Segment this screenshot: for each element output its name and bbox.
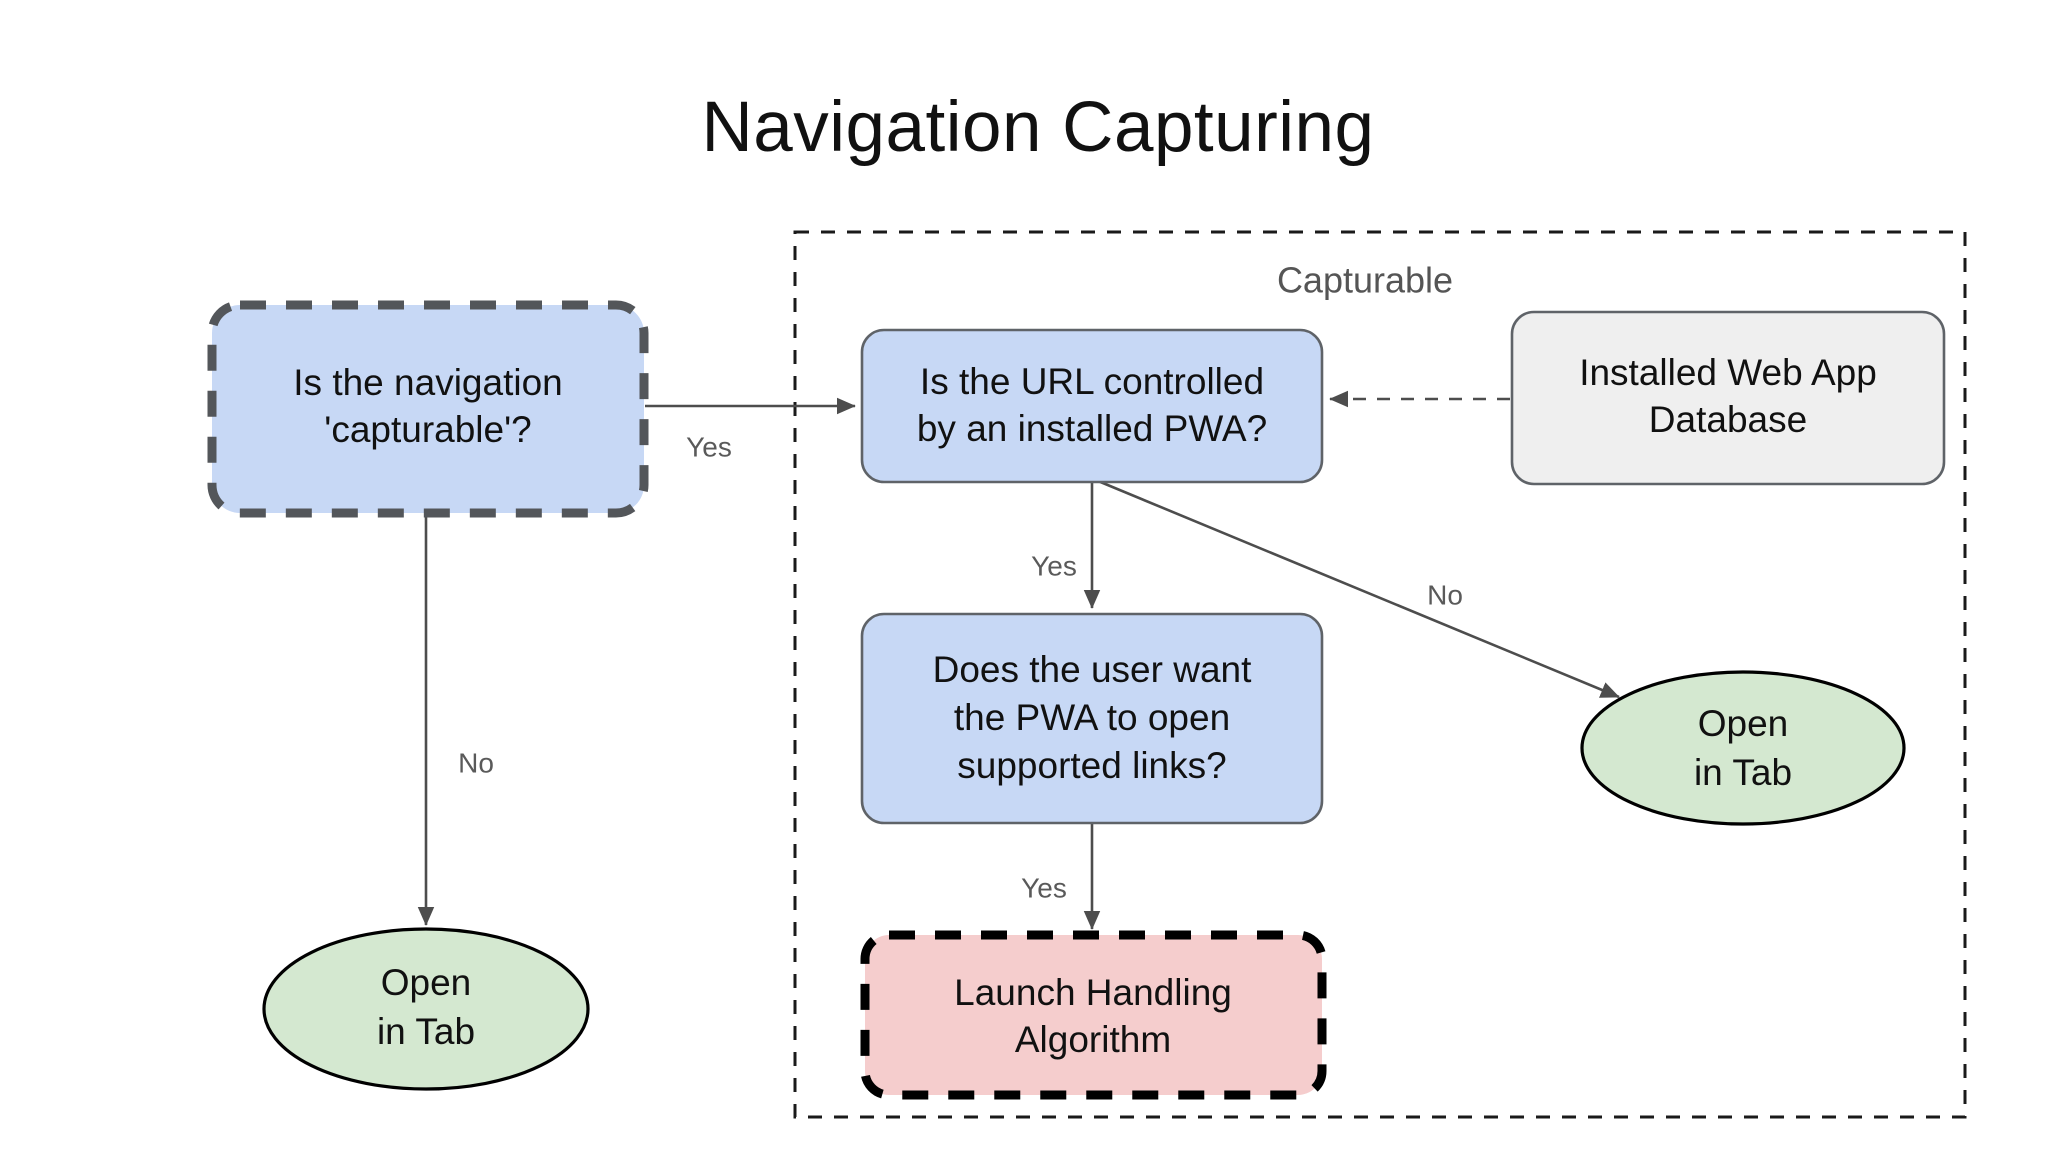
edge-label-no-1: No (458, 747, 494, 778)
node-open-in-tab-left-line-1: Open (381, 962, 472, 1003)
edge-user-want-to-launch-handling: Yes (1021, 823, 1101, 930)
node-is-navigation-capturable[interactable]: Is the navigation 'capturable'? (207, 300, 649, 518)
edge-capturable-to-url: Yes (645, 397, 856, 462)
node-installed-web-app-database[interactable]: Installed Web App Database (1510, 310, 1946, 486)
node-is-url-controlled-shape[interactable] (860, 328, 1324, 484)
node-does-user-want-pwa[interactable]: Does the user want the PWA to open suppo… (860, 612, 1324, 825)
page-title: Navigation Capturing (701, 88, 1374, 167)
capturable-group-frame (793, 230, 1967, 1119)
node-installed-web-app-database-line-2: Database (1649, 399, 1807, 440)
node-does-user-want-pwa-line-3: supported links? (957, 745, 1226, 786)
node-does-user-want-pwa-shape[interactable] (860, 612, 1324, 825)
node-installed-web-app-database-line-1: Installed Web App (1579, 352, 1877, 393)
node-launch-handling-algorithm-shape[interactable] (860, 930, 1327, 1100)
node-does-user-want-pwa-line-2: the PWA to open (954, 697, 1230, 738)
node-is-url-controlled-line-2: by an installed PWA? (917, 408, 1267, 449)
node-launch-handling-algorithm[interactable]: Launch Handling Algorithm (860, 930, 1327, 1100)
edge-capturable-to-open-in-tab-left: No (417, 515, 494, 926)
edge-label-no-2: No (1427, 579, 1463, 610)
node-is-navigation-capturable-line-2: 'capturable'? (324, 409, 532, 450)
node-is-url-controlled-line-1: Is the URL controlled (920, 361, 1264, 402)
capturable-group-label: Capturable (1277, 260, 1453, 301)
node-open-in-tab-right-line-2: in Tab (1694, 752, 1792, 793)
node-launch-handling-algorithm-line-1: Launch Handling (954, 972, 1232, 1013)
edge-label-yes-1: Yes (686, 431, 732, 462)
node-is-navigation-capturable-line-1: Is the navigation (293, 362, 562, 403)
node-launch-handling-algorithm-line-2: Algorithm (1015, 1019, 1171, 1060)
edge-label-yes-3: Yes (1021, 872, 1067, 903)
node-installed-web-app-database-shape[interactable] (1510, 310, 1946, 486)
node-is-navigation-capturable-shape[interactable] (207, 300, 649, 518)
node-open-in-tab-left-shape[interactable] (262, 927, 590, 1091)
node-open-in-tab-right-shape[interactable] (1580, 670, 1906, 826)
node-open-in-tab-left-line-2: in Tab (377, 1011, 475, 1052)
node-does-user-want-pwa-line-1: Does the user want (933, 649, 1253, 690)
edge-url-to-open-in-tab-right: No (1097, 479, 1620, 699)
node-is-url-controlled[interactable]: Is the URL controlled by an installed PW… (860, 328, 1324, 484)
node-open-in-tab-right-line-1: Open (1698, 703, 1789, 744)
edge-label-yes-2: Yes (1031, 550, 1077, 581)
node-open-in-tab-left[interactable]: Open in Tab (262, 927, 590, 1091)
node-open-in-tab-right[interactable]: Open in Tab (1580, 670, 1906, 826)
edge-url-to-user-want: Yes (1031, 480, 1101, 609)
